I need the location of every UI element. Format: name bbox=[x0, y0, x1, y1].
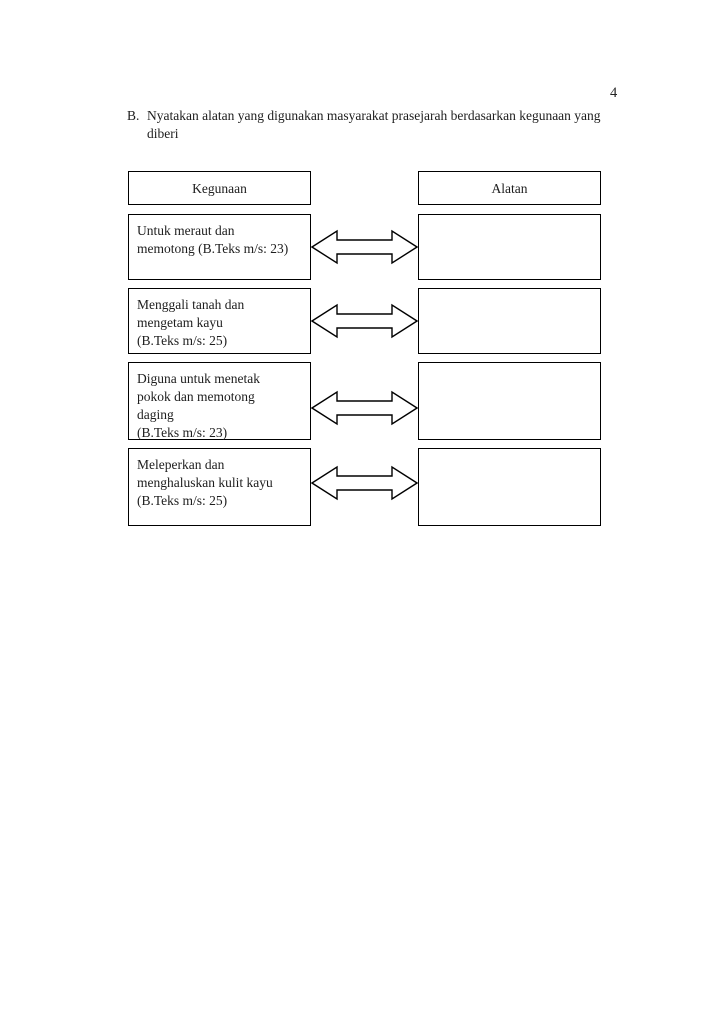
use-text-4: Meleperkan dan menghaluskan kulit kayu (… bbox=[137, 457, 273, 508]
question-text: Nyatakan alatan yang digunakan masyaraka… bbox=[147, 108, 601, 141]
answer-box-4[interactable] bbox=[418, 448, 601, 526]
use-text-2: Menggali tanah dan mengetam kayu (B.Teks… bbox=[137, 297, 245, 348]
use-text-1: Untuk meraut dan memotong (B.Teks m/s: 2… bbox=[137, 223, 289, 256]
question-label: B. bbox=[127, 108, 140, 123]
double-arrow-4 bbox=[311, 464, 418, 502]
use-box-2: Menggali tanah dan mengetam kayu (B.Teks… bbox=[128, 288, 311, 354]
use-box-3: Diguna untuk menetak pokok dan memotong … bbox=[128, 362, 311, 440]
header-label-kegunaan: Kegunaan bbox=[192, 180, 247, 196]
double-arrow-2 bbox=[311, 302, 418, 340]
answer-box-3[interactable] bbox=[418, 362, 601, 440]
header-box-kegunaan: Kegunaan bbox=[128, 171, 311, 205]
use-box-4: Meleperkan dan menghaluskan kulit kayu (… bbox=[128, 448, 311, 526]
double-arrow-1 bbox=[311, 228, 418, 266]
header-box-alatan: Alatan bbox=[418, 171, 601, 205]
use-text-3: Diguna untuk menetak pokok dan memotong … bbox=[137, 371, 260, 440]
use-box-1: Untuk meraut dan memotong (B.Teks m/s: 2… bbox=[128, 214, 311, 280]
header-label-alatan: Alatan bbox=[491, 180, 528, 196]
answer-box-2[interactable] bbox=[418, 288, 601, 354]
double-arrow-3 bbox=[311, 389, 418, 427]
answer-box-1[interactable] bbox=[418, 214, 601, 280]
question-block: B. Nyatakan alatan yang digunakan masyar… bbox=[127, 107, 607, 142]
page-number: 4 bbox=[610, 85, 618, 101]
